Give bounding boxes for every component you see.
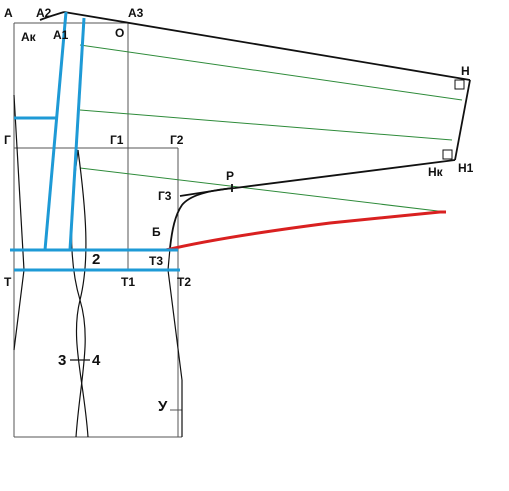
label-two: 2 — [92, 251, 100, 268]
label-a: А — [4, 6, 13, 20]
label-g2: Г2 — [170, 133, 184, 147]
guide-2 — [79, 109, 453, 141]
label-u: У — [158, 398, 168, 415]
label-a3: А3 — [128, 6, 144, 20]
label-t2: Т2 — [177, 275, 191, 289]
blue-lines — [10, 11, 180, 272]
label-g: Г — [4, 133, 11, 147]
label-t1: Т1 — [121, 275, 135, 289]
label-h1: Н1 — [458, 161, 474, 175]
guide-1 — [79, 44, 463, 101]
left-side-seam — [13, 94, 25, 351]
sleeve-hem — [454, 79, 471, 161]
label-b: Б — [152, 225, 161, 239]
label-g1: Г1 — [110, 133, 124, 147]
label-a2: А2 — [36, 6, 52, 20]
blue-diagonal-1 — [43, 11, 68, 251]
shoulder-sleeve-top — [63, 11, 471, 81]
label-a1: А1 — [53, 28, 69, 42]
g3-tick — [179, 187, 233, 197]
underarm-curve — [169, 159, 456, 249]
label-four: 4 — [92, 352, 101, 369]
label-g3: Г3 — [158, 189, 172, 203]
right-side-seam — [167, 247, 183, 437]
label-r: Р — [226, 169, 234, 183]
label-t: Т — [4, 275, 12, 289]
label-three: 3 — [58, 352, 66, 369]
green-guides — [79, 44, 463, 213]
point-labels: А А2 А3 Ак А1 О Н Г Г1 Г2 Р Г3 Нк Н1 Б 2… — [4, 6, 474, 415]
red-curve — [165, 210, 446, 252]
sleeve-outline — [39, 11, 471, 249]
corner-mark-h1 — [442, 149, 453, 160]
label-h: Н — [461, 64, 470, 78]
label-t3: Т3 — [149, 254, 163, 268]
neck-curve — [39, 11, 65, 21]
label-o: О — [115, 26, 124, 40]
label-ak: Ак — [21, 30, 37, 44]
corner-mark-h — [454, 79, 465, 90]
label-hk: Нк — [428, 165, 444, 179]
blue-diagonal-2 — [68, 17, 86, 251]
guide-3 — [79, 167, 447, 213]
